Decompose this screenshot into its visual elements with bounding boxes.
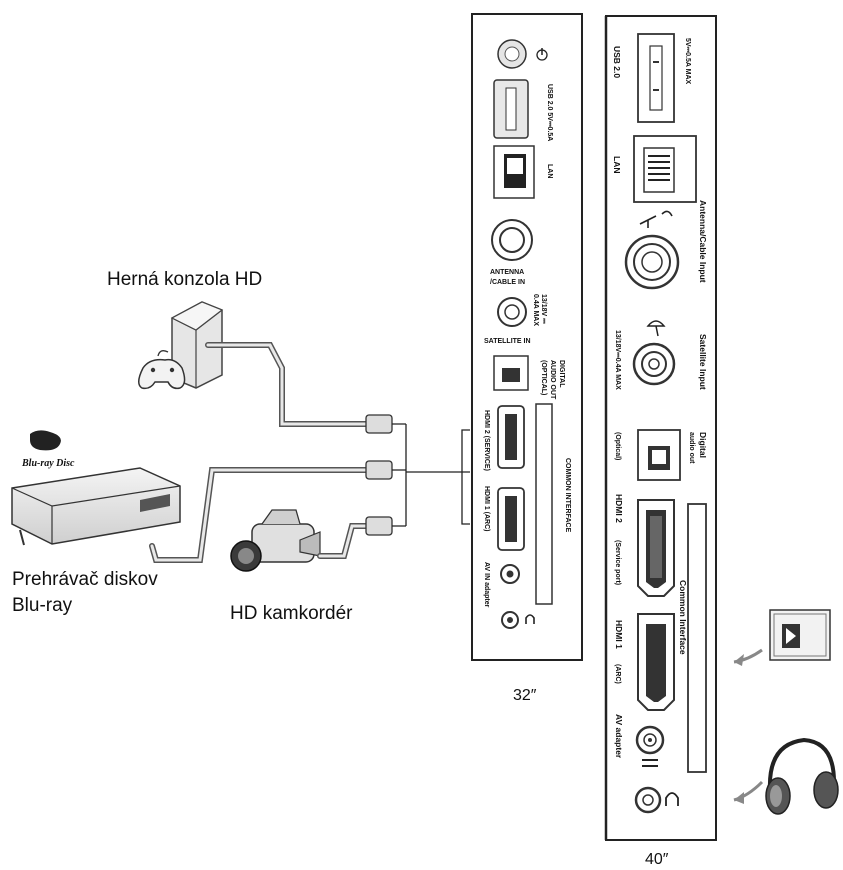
bluray-player-icon (11, 467, 181, 546)
digital-label-40-l1: Digital (698, 432, 708, 458)
ci-slot-40 (687, 503, 707, 773)
power-symbol-icon (536, 48, 548, 61)
antenna-label-32-l1: ANTENNA (490, 269, 524, 276)
digital-label-32-l3: (OPTICAL) (540, 360, 547, 395)
lan-label-40: LAN (612, 156, 622, 173)
av-symbol-icon (642, 759, 658, 767)
game-console-icon (170, 301, 224, 389)
satellite-spec-32-l2: 0.4A MAX (532, 294, 539, 326)
av-adapter-label-40: AV adapter (614, 714, 624, 759)
hdmi1-label-32: HDMI 1 (ARC) (483, 486, 490, 532)
cables (149, 342, 371, 563)
camcorder-icon (230, 509, 321, 572)
ci-card-icon (769, 609, 831, 661)
hdmi1-label-40: HDMI 1 (614, 620, 624, 649)
usb-spec-40: 5V⎓0.5A MAX (684, 38, 691, 85)
panel-32: USB 2.0 5V⎓0.5A LAN ANTENNA /CABLE IN 13… (471, 13, 583, 661)
digital-label-32-l2: AUDIO OUT (549, 360, 556, 400)
usb-label-32: USB 2.0 5V⎓0.5A (546, 84, 553, 141)
panel-40: USB 2.0 5V⎓0.5A MAX LAN Antenna/Cable In… (604, 15, 717, 841)
lan-label-32: LAN (546, 164, 553, 178)
headphone-symbol-icon (525, 614, 535, 624)
panel-32-size-label: 32″ (513, 687, 537, 704)
digital-label-40-l2: audio out (688, 432, 695, 464)
ci-label-32: COMMON INTERFACE (564, 458, 571, 533)
panel-40-size-label: 40″ (645, 851, 669, 868)
satellite-label-32: SATELLITE IN (484, 338, 531, 345)
bluray-logo-text: Blu-ray Disc (21, 458, 75, 469)
satellite-spec-32-l1: 13/18V ⎓ (540, 294, 547, 324)
digital-label-32-l1: DIGITAL (558, 360, 565, 388)
bluray-logo-icon: Blu-ray Disc (21, 430, 75, 469)
connector-lines (392, 423, 470, 527)
digital-label-40-l3: (Optical) (614, 432, 621, 460)
camcorder-label: HD kamkordér (230, 603, 353, 624)
hdmi1-sub-40: (ARC) (614, 664, 621, 684)
game-console-label: Herná konzola HD (107, 269, 262, 290)
satellite-label-40: Satellite Input (698, 334, 708, 390)
ci-label-40: Common Interface (678, 580, 688, 655)
antenna-label-40: Antenna/Cable Input (698, 200, 708, 283)
antenna-label-32-l2: /CABLE IN (490, 279, 525, 286)
hdmi2-label-32: HDMI 2 (SERVICE) (483, 410, 490, 471)
bluray-label-line1: Prehrávač diskov (12, 569, 158, 590)
usb-label-40: USB 2.0 (612, 46, 622, 78)
hdmi2-sub-40: (Service port) (614, 540, 621, 585)
satellite-spec-40: 13/18V⎓0.4A MAX (614, 330, 621, 390)
gamepad-icon (138, 350, 186, 390)
av-in-label-32: AV IN adapter (483, 562, 490, 608)
ci-slot-32 (535, 403, 553, 605)
satellite-dish-icon (646, 320, 666, 337)
bluray-label-line2: Blu-ray (12, 595, 73, 616)
hdmi-plugs (365, 414, 393, 536)
headphones-icon (765, 737, 839, 815)
headphone-symbol-40-icon (665, 792, 679, 806)
antenna-symbol-icon (639, 210, 673, 228)
hdmi2-label-40: HDMI 2 (614, 494, 624, 523)
